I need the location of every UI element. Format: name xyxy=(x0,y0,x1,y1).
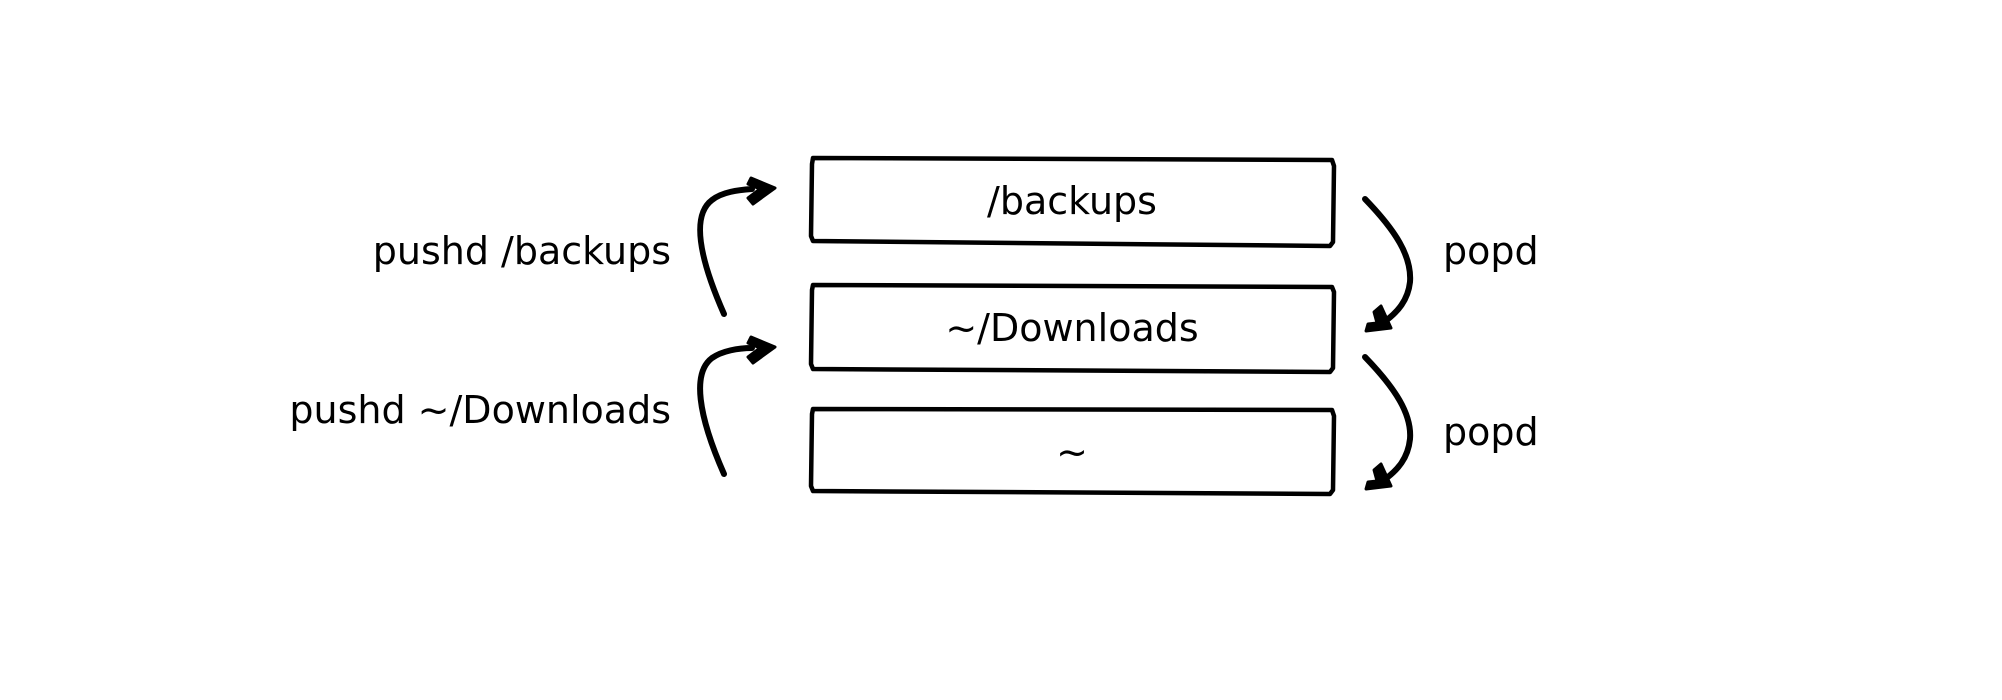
pop-top-arrow-shaft xyxy=(1362,196,1414,325)
stack-box-top: /backups xyxy=(808,155,1337,249)
push-backups-arrow-head xyxy=(746,176,777,206)
stack-box-top-outline xyxy=(808,155,1337,249)
stack-box-bottom-label: ~ xyxy=(1056,430,1088,474)
push-backups-label: pushd /backups xyxy=(373,229,671,273)
stack-box-middle-label: ~/Downloads xyxy=(945,306,1198,350)
pop-middle-arrow-shaft xyxy=(1362,354,1414,483)
directory-stack: /backups ~/Downloads ~ xyxy=(808,155,1337,497)
push-downloads-arrow-shaft xyxy=(697,345,755,477)
push-backups-arrow-shaft xyxy=(697,186,755,317)
stack-box-middle: ~/Downloads xyxy=(808,282,1337,375)
pop-operations: popd popd xyxy=(1362,196,1539,491)
stack-box-top-label: /backups xyxy=(987,179,1157,223)
push-downloads-label: pushd ~/Downloads xyxy=(289,388,671,432)
pop-top-arrow-head xyxy=(1364,304,1393,333)
push-downloads-arrow-head xyxy=(746,335,777,365)
pop-middle-label: popd xyxy=(1443,410,1539,454)
stack-box-bottom: ~ xyxy=(808,406,1337,497)
pop-middle-arrow-head xyxy=(1364,462,1393,491)
stack-box-bottom-outline xyxy=(808,406,1337,497)
pop-top-label: popd xyxy=(1443,229,1539,273)
stack-box-middle-outline xyxy=(808,282,1337,375)
push-operations: pushd /backups pushd ~/Downloads xyxy=(289,176,777,477)
